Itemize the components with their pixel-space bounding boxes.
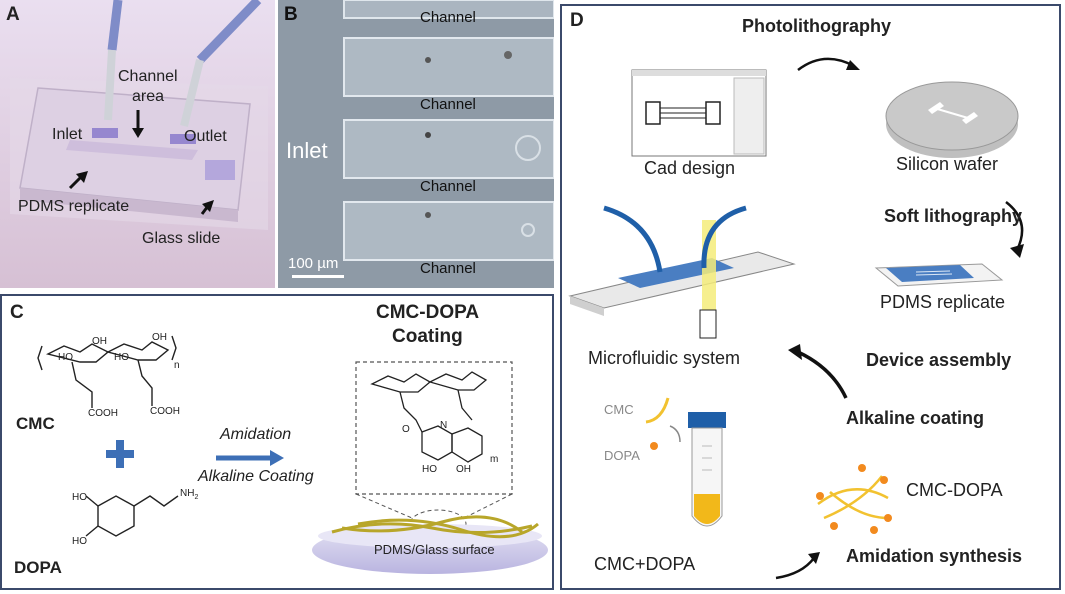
panel-c-letter: C: [10, 302, 24, 323]
cmc-dopa-fibers: [817, 475, 889, 520]
device-assembly-label: Device assembly: [866, 350, 1012, 370]
soft-lithography-label: Soft lithography: [884, 206, 1022, 226]
surface-label: PDMS/Glass surface: [374, 542, 495, 557]
chem-N: N: [440, 420, 448, 431]
panel-b-letter: B: [284, 4, 298, 25]
silicon-wafer-label: Silicon wafer: [896, 154, 999, 174]
cmc-dopa-structure: [370, 371, 488, 463]
chem-dopa-ho: HO: [72, 536, 87, 547]
chem-ho-2: HO: [114, 352, 129, 363]
channel-area-label-1: Channel: [118, 68, 178, 85]
scale-bar: [292, 275, 344, 278]
chem-cooh-1: COOH: [88, 408, 118, 419]
photolithography-label: Photolithography: [742, 16, 891, 36]
microfluidic-label: Microfluidic system: [588, 348, 741, 368]
outlet-label: Outlet: [184, 128, 227, 145]
tube-icon: [688, 412, 726, 527]
chem-dopa-ho-2: HO: [72, 492, 87, 503]
pdms-chip-icon: [874, 263, 1004, 287]
silicon-wafer-icon: [885, 81, 1019, 158]
panel-d: D Photolithography Cad design Silicon wa…: [560, 4, 1061, 590]
alkaline-coating-d-label: Alkaline coating: [846, 408, 985, 428]
inlet-label: Inlet: [52, 126, 83, 143]
chem-cooh-2: COOH: [150, 406, 180, 417]
chem-ho-1: HO: [58, 352, 73, 363]
channel-label-4: Channel: [420, 260, 476, 277]
cmc-small-label: CMC: [604, 402, 634, 417]
cmc-dopa-title-1: CMC-DOPA: [376, 302, 480, 323]
chem-nh2: NH2: [180, 488, 199, 501]
pdms-label: PDMS replicate: [18, 198, 130, 215]
channel-area-label-2: area: [132, 88, 165, 105]
cmc-label: CMC: [16, 414, 55, 433]
channel-label-2: Channel: [420, 96, 476, 113]
scale-label: 100 µm: [288, 255, 339, 272]
chem-m: m: [490, 454, 499, 465]
dopa-small-label: DOPA: [604, 448, 640, 463]
panel-c: C CMC-DOPA Coating CMC DOPA Amidation Al…: [0, 294, 554, 590]
amidation-synthesis-label: Amidation synthesis: [846, 546, 1023, 566]
chem-oh-1: OH: [92, 336, 107, 347]
inlet-label-b: Inlet: [286, 138, 328, 163]
channel-label-3: Channel: [420, 178, 476, 195]
chem-o: O: [402, 424, 410, 435]
chem-n: n: [174, 360, 180, 371]
cad-design-label: Cad design: [644, 158, 736, 178]
chem-oh-bottom: OH: [456, 464, 471, 475]
zoom-box: [355, 361, 513, 495]
channel-label-1: Channel: [420, 9, 476, 26]
chem-oh-2: OH: [152, 332, 167, 343]
chemistry-diagram: [37, 335, 548, 574]
device-photo: [0, 0, 275, 288]
cad-window-icon: [631, 69, 767, 157]
dopa-label: DOPA: [14, 558, 62, 577]
chem-ho-bottom: HO: [422, 464, 437, 475]
amidation-label: Amidation: [220, 426, 292, 443]
alkaline-coating-label: Alkaline Coating: [198, 468, 314, 485]
fibers: [331, 515, 539, 539]
dopa-structure: [85, 495, 179, 537]
cmc-dopa-title-2: Coating: [392, 326, 463, 347]
microfluidic-system-icon: [568, 205, 796, 339]
pdms-replicate-label: PDMS replicate: [880, 292, 1006, 312]
panel-d-letter: D: [570, 10, 584, 31]
cmc-plus-dopa-label: CMC+DOPA: [594, 554, 696, 574]
workflow-diagram: [568, 57, 1024, 580]
panel-a: A Channel area Inlet Outlet PDMS replica…: [0, 0, 275, 288]
cmc-structure: [37, 335, 177, 408]
panel-a-letter: A: [6, 4, 20, 25]
cmc-dopa-d-label: CMC-DOPA: [906, 480, 1003, 500]
microscope-image: [278, 0, 555, 288]
glass-label: Glass slide: [142, 230, 221, 247]
panel-b: B Channel Channel Channel Channel Inlet …: [278, 0, 555, 288]
